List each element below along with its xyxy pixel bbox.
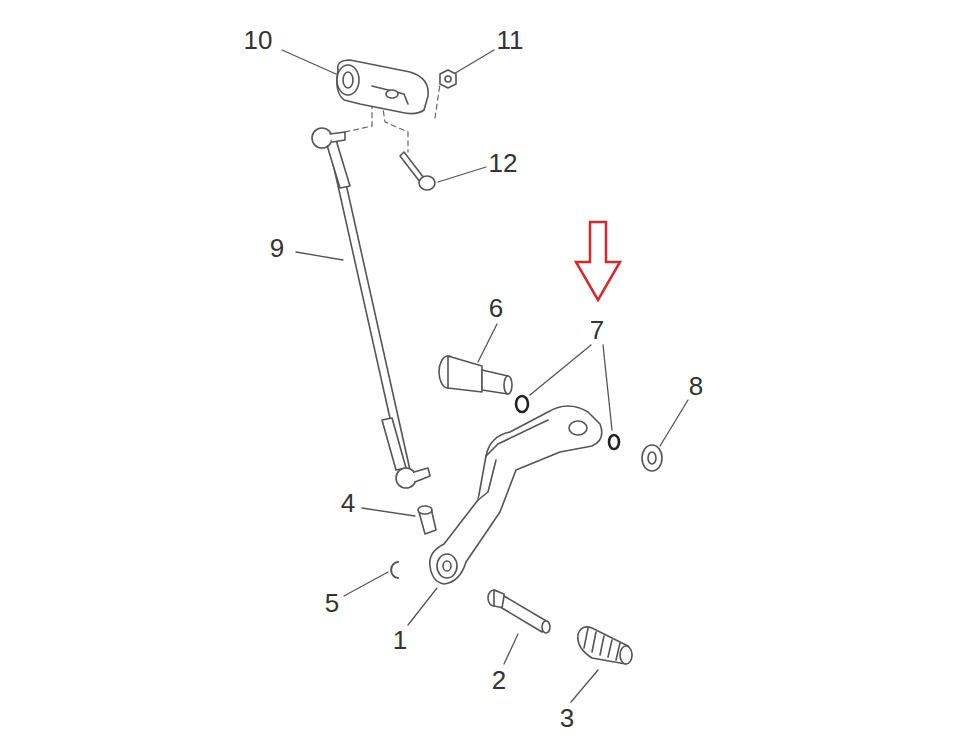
callout-number: 8 (689, 373, 703, 399)
callout-number: 10 (244, 27, 273, 53)
callout-number: 11 (497, 27, 524, 53)
callout-number: 4 (341, 490, 355, 516)
callout-number: 9 (270, 235, 284, 261)
indicator-arrow (576, 222, 620, 300)
small-bolt (418, 506, 436, 534)
footpeg-pin (488, 590, 550, 633)
clamp-part (337, 60, 428, 114)
shift-lever (430, 406, 602, 584)
bolt-part (400, 152, 435, 190)
callout-number: 1 (393, 627, 407, 653)
callout-number: 5 (325, 590, 339, 616)
callout-number: 6 (489, 295, 503, 321)
shift-rod (312, 128, 430, 488)
nut-part (440, 70, 456, 88)
pivot-bolt (439, 356, 512, 394)
callout-number: 7 (590, 317, 604, 343)
callout-number: 12 (489, 150, 518, 176)
leader-lines (282, 50, 688, 702)
callout-number: 3 (560, 705, 574, 731)
callout-number: 2 (492, 667, 506, 693)
circlip-part (391, 562, 398, 578)
rubber-grip (578, 627, 632, 664)
washer-part (642, 445, 662, 471)
